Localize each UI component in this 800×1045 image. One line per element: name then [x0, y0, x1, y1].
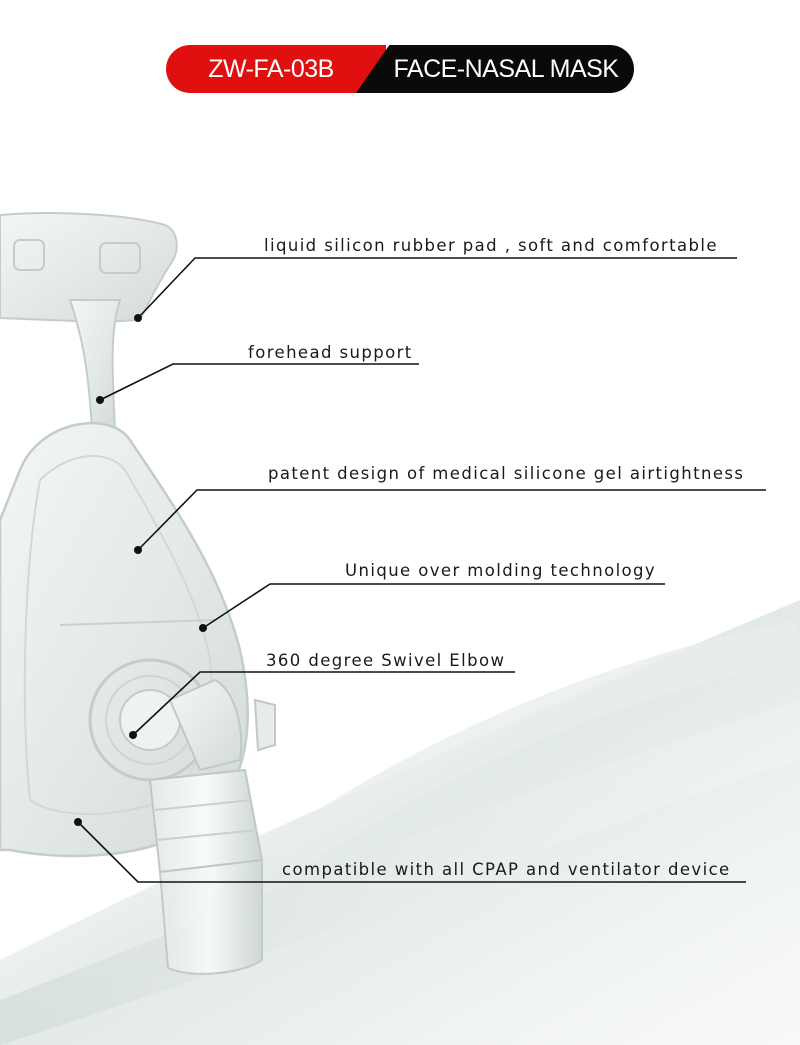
header-red-segment [166, 45, 386, 93]
callout-over-molding: Unique over molding technology [345, 561, 657, 580]
header-title-bar: ZW-FA-03B FACE-NASAL MASK [166, 45, 634, 93]
header-black-segment [356, 45, 634, 93]
product-name: FACE-NASAL MASK [393, 55, 619, 83]
callout-forehead-support: forehead support [248, 343, 413, 362]
model-code: ZW-FA-03B [208, 55, 334, 83]
callout-rubber-pad: liquid silicon rubber pad , soft and com… [264, 236, 718, 255]
callout-compatibility: compatible with all CPAP and ventilator … [282, 860, 731, 879]
callout-airtightness: patent design of medical silicone gel ai… [268, 464, 745, 483]
callout-swivel-elbow: 360 degree Swivel Elbow [266, 651, 506, 670]
